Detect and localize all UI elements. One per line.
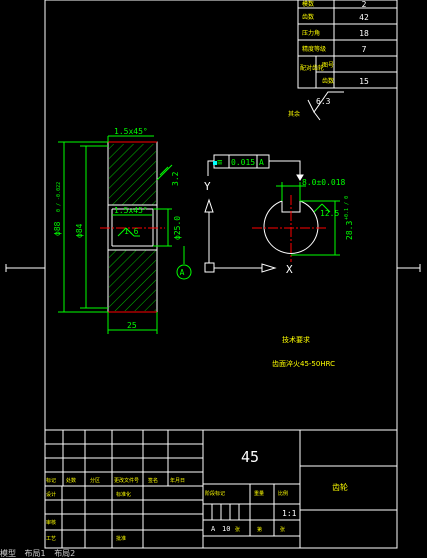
gear-parameter-table: 模数 齿数 压力角 精度等级 配对齿轮 图号 齿数 2 42 18 7 15 (297, 0, 398, 89)
datum-a-circle (176, 264, 192, 280)
ucs-x-label: X (286, 263, 293, 276)
param-label-accuracy: 精度等级 (302, 45, 326, 53)
tb-sheet-1: 10 (222, 525, 230, 533)
tb-stage-1: 重量 (254, 490, 264, 497)
tolerance-datum: A (259, 158, 264, 167)
tb-stage-2: 比例 (278, 490, 288, 497)
geometric-tolerance-frame: ≡ 0.015 A (207, 154, 304, 181)
roughness-general-symbol: 6.3 其余 (288, 91, 344, 121)
side-view-dimension-text: 8.0±0.018 28.3 +0.1 / 0 12.5 (302, 178, 354, 240)
tb-sheet-4: 张 (280, 526, 285, 533)
tolerance-symbol: ≡ (217, 158, 223, 168)
ucs-axis-icon: Y X (204, 180, 293, 276)
root-diameter-label: ϕ84 (75, 223, 84, 238)
tab-layout1[interactable]: 布局1 (24, 549, 46, 558)
tip-diameter-label: ϕ88 (53, 221, 62, 236)
tb-sign-1: 标准化 (116, 491, 131, 498)
front-view-dimensions (58, 135, 185, 334)
part-name-text: 齿轮 (332, 482, 348, 492)
title-block: 45 齿轮 1:1 标记 处数 分区 更改文件号 签名 年月日 设计 标准化 审… (44, 429, 398, 549)
hub-side-view (252, 195, 326, 262)
tb-heading-5: 年月日 (170, 477, 185, 484)
keyway-width-label: 8.0±0.018 (302, 178, 346, 187)
scale-text: 1:1 (282, 509, 297, 518)
face-width-label: 25 (127, 321, 137, 330)
tb-heading-3: 更改文件号 (114, 477, 139, 484)
technical-requirements: 技术要求 齿面淬火45-50HRC (272, 335, 335, 368)
chamfer-top-label: 1.5x45° (114, 127, 148, 136)
roughness-general-value: 6.3 (316, 97, 331, 106)
chamfer-inner-label: 1.5x45° (114, 206, 148, 215)
param-label-pressure-angle: 压力角 (302, 29, 320, 37)
side-view-dimensions (276, 182, 340, 256)
tb-sheet-2: 张 (235, 526, 240, 533)
tolerance-value: 0.015 (231, 158, 255, 167)
gear-section-view (100, 141, 165, 313)
keyway-depth-label: 28.3 (345, 221, 354, 240)
tb-sign-3: 工艺 (46, 536, 56, 542)
tab-layout2[interactable]: 布局2 (54, 549, 76, 558)
notes-line: 齿面淬火45-50HRC (272, 359, 335, 368)
front-view-dimension-text: 1.5x45° 1.5x45° ϕ88 0 / -0.022 ϕ84 ϕ25.0… (53, 127, 185, 330)
param-sub-drawing-no: 图号 (322, 62, 334, 69)
tb-heading-1: 处数 (66, 477, 76, 484)
layout-tab-bar: 模型 布局1 布局2 (0, 549, 427, 558)
roughness-face-value: 3.2 (171, 171, 180, 186)
tb-sign-0: 设计 (46, 491, 56, 498)
tb-heading-0: 标记 (46, 477, 56, 484)
material-text: 45 (241, 448, 259, 466)
tb-sign-2: 审核 (46, 519, 56, 526)
grip-marker (213, 161, 217, 165)
param-value-module: 2 (362, 0, 367, 9)
datum-a-label: A (180, 268, 185, 277)
tb-sign-4: 批准 (116, 535, 126, 542)
param-value-pressure-angle: 18 (359, 29, 369, 38)
param-label-mating-gear: 配对齿轮 (300, 64, 324, 72)
param-value-teeth: 42 (359, 13, 369, 22)
roughness-rest-note: 其余 (288, 110, 300, 118)
tip-diameter-tolerance: 0 / -0.022 (56, 182, 62, 212)
bore-diameter-label: ϕ25.0 (173, 216, 182, 240)
tb-stage-0: 阶段标记 (205, 490, 225, 497)
param-sub-teeth: 齿数 (322, 77, 334, 85)
param-label-module: 模数 (302, 0, 314, 8)
roughness-keyway-value: 12.5 (320, 209, 339, 218)
tb-heading-2: 分区 (90, 477, 100, 484)
tb-sheet-3: 第 (257, 526, 262, 533)
notes-title: 技术要求 (282, 335, 310, 344)
keyway-depth-tolerance: +0.1 / 0 (344, 196, 350, 220)
roughness-bore-value: 1.6 (124, 227, 139, 236)
param-label-teeth: 齿数 (302, 13, 314, 21)
tb-sheet-0: A (211, 525, 216, 533)
tb-heading-4: 签名 (148, 477, 158, 484)
ucs-y-label: Y (204, 180, 211, 193)
param-value-mating-teeth: 15 (359, 77, 369, 86)
tab-model[interactable]: 模型 (0, 549, 16, 558)
param-value-accuracy: 7 (362, 45, 367, 54)
